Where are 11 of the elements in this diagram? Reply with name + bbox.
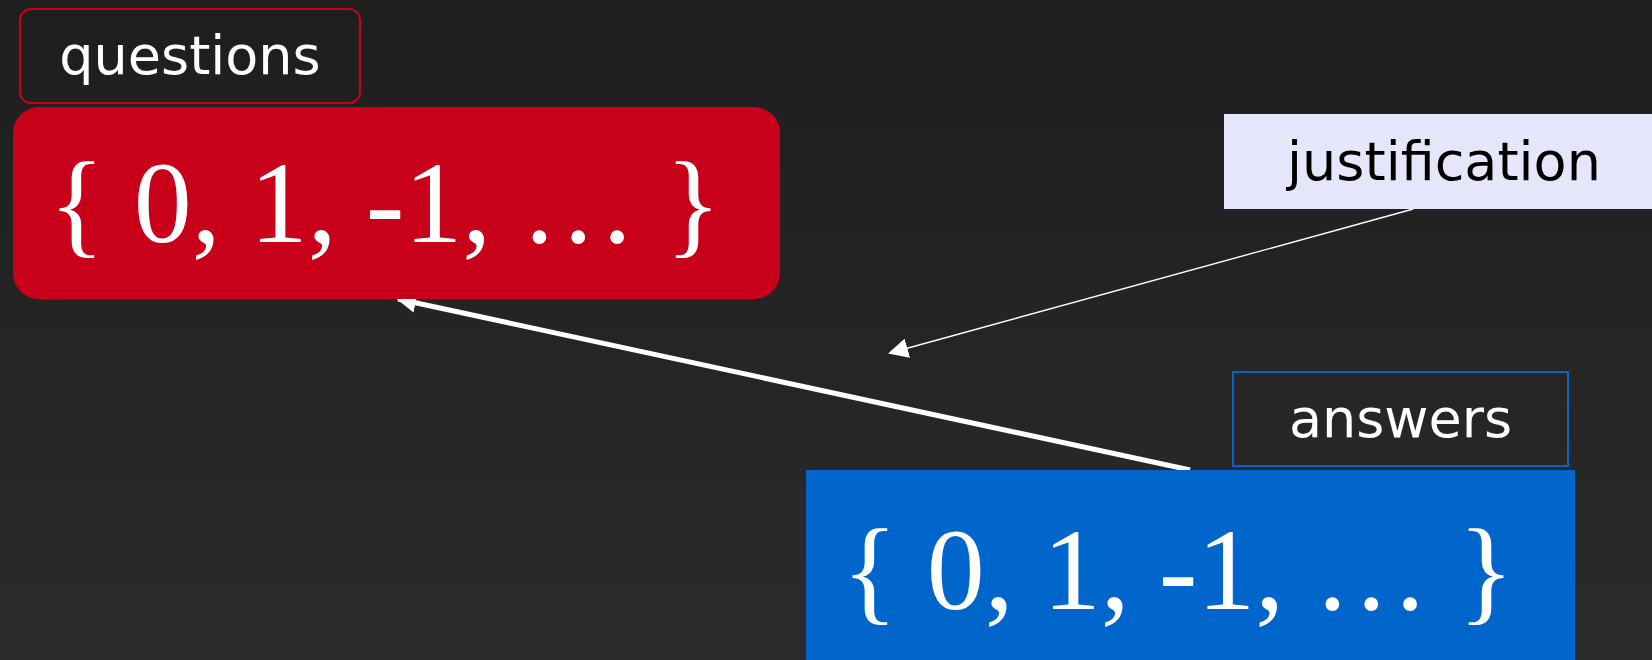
label-text: answers	[1288, 392, 1513, 446]
label-text: justification	[1287, 134, 1601, 189]
note-box	[1224, 114, 1652, 209]
set-notation: { 0, 1, -1, … }	[842, 512, 1514, 628]
label-text: questions	[59, 29, 321, 83]
set-box	[13, 107, 780, 299]
arrow	[888, 208, 1414, 358]
set-box	[806, 470, 1575, 660]
label-tag	[1232, 371, 1569, 467]
label-tag	[19, 8, 361, 104]
set-notation: { 0, 1, -1, … }	[49, 145, 721, 261]
